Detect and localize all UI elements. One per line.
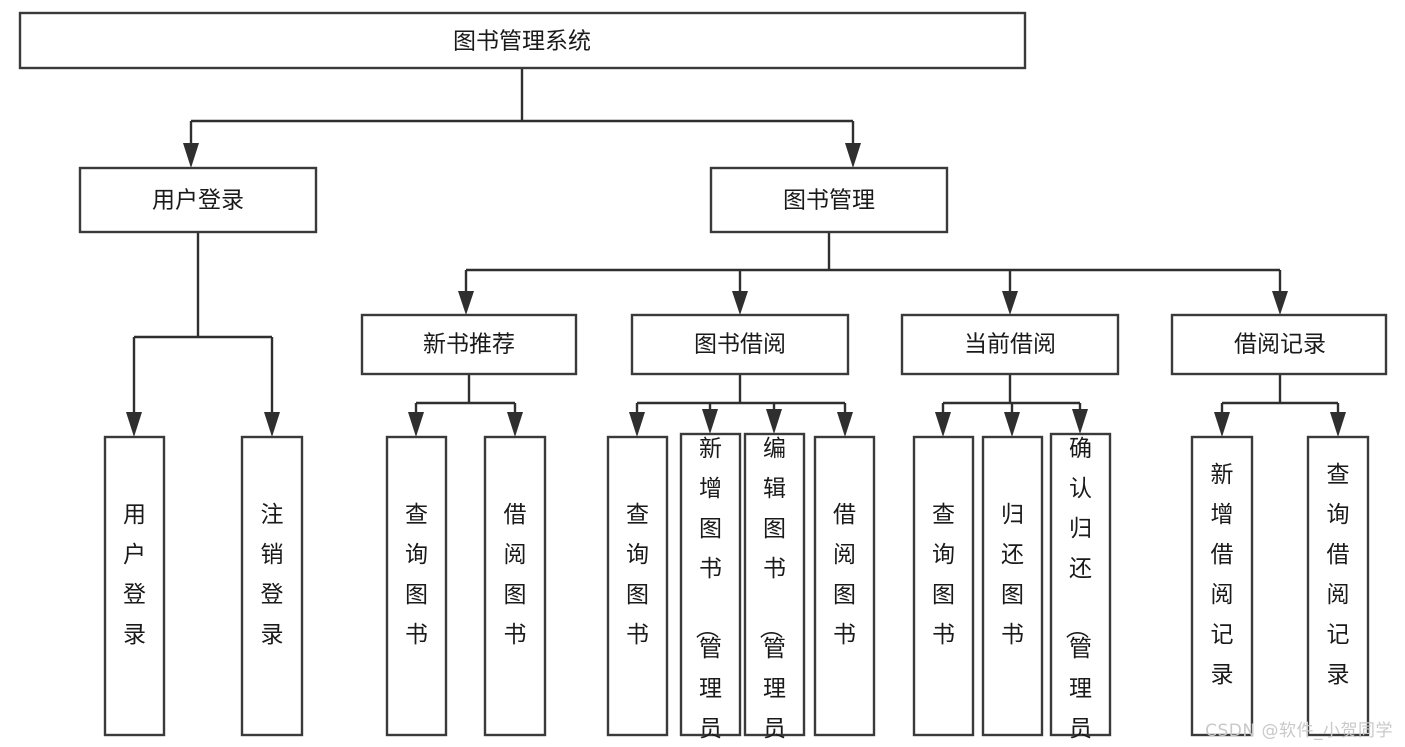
node-root-label: 图书管理系统 [453, 29, 591, 55]
leaf-node-label: 编辑图书（管理员） [757, 436, 786, 747]
node-borrow-records[interactable]: 借阅记录 [1170, 313, 1388, 376]
leaf-node[interactable]: 查询图书 [912, 435, 975, 737]
leaf-node-label: 新增借阅记录 [1211, 462, 1234, 688]
connector-book-mgmt-to-level3 [458, 232, 1288, 315]
leaf-node[interactable]: 查询借阅记录 [1306, 435, 1370, 737]
node-book-borrow-box [630, 313, 850, 376]
connector-borrow-to-leaves [629, 374, 853, 437]
node-root-box [18, 11, 1027, 70]
leaf-node[interactable]: 查询图书 [385, 435, 448, 737]
leaf-node-label: 查询借阅记录 [1327, 462, 1350, 688]
leaf-node-label: 归还图书 [1001, 502, 1024, 648]
leaf-node-box [912, 435, 975, 737]
node-user-login-box [78, 166, 318, 234]
node-user-login[interactable]: 用户登录 [78, 166, 318, 234]
connector-newbook-to-leaves [408, 374, 523, 437]
leaf-node[interactable]: 注销登录 [240, 435, 304, 737]
leaf-node-box [679, 432, 742, 737]
leaf-node[interactable]: 用户登录 [103, 435, 166, 737]
leaf-node-label: 借阅图书 [833, 502, 856, 648]
node-book-management-label: 图书管理 [783, 188, 875, 214]
leaf-node-label: 查询图书 [405, 502, 428, 648]
leaf-node[interactable]: 查询图书 [606, 435, 669, 737]
leaf-node-label: 查询图书 [932, 502, 955, 648]
leaf-node[interactable]: 借阅图书 [483, 435, 547, 737]
node-new-book-recommend-box [360, 313, 578, 376]
node-book-borrow-label: 图书借阅 [694, 332, 786, 358]
node-borrow-records-label: 借阅记录 [1234, 332, 1326, 358]
node-user-login-label: 用户登录 [152, 188, 244, 214]
node-book-management[interactable]: 图书管理 [709, 166, 949, 234]
node-current-borrow-box [900, 313, 1120, 376]
leaf-node[interactable]: 确认归还（管理员） [1049, 432, 1112, 747]
leaf-node-box [240, 435, 304, 737]
leaf-node-box [1306, 435, 1370, 737]
leaf-node-label: 查询图书 [626, 502, 649, 648]
leaf-node-label: 新增图书（管理员） [693, 436, 722, 747]
leaf-node-box [385, 435, 448, 737]
leaf-node-label: 用户登录 [123, 502, 146, 648]
leaf-node-box [606, 435, 669, 737]
leaf-node-box [103, 435, 166, 737]
node-book-management-box [709, 166, 949, 234]
connector-records-to-leaves [1214, 374, 1346, 437]
node-book-borrow[interactable]: 图书借阅 [630, 313, 850, 376]
node-current-borrow[interactable]: 当前借阅 [900, 313, 1120, 376]
leaf-node-label: 确认归还（管理员） [1063, 436, 1092, 747]
leaf-node-layer: 用户登录 注销登录 查询图书 借阅图书 查询图书 新增图书（管理员） 编辑图书（管理员） 借阅… [103, 432, 1370, 747]
leaf-node-label: 借阅图书 [504, 502, 527, 648]
leaf-node[interactable]: 借阅图书 [813, 435, 876, 737]
leaf-node-box [813, 435, 876, 737]
node-new-book-recommend-label: 新书推荐 [423, 332, 515, 358]
leaf-node-box [981, 435, 1044, 737]
node-root[interactable]: 图书管理系统 [18, 11, 1027, 70]
node-new-book-recommend[interactable]: 新书推荐 [360, 313, 578, 376]
leaf-node[interactable]: 新增图书（管理员） [679, 432, 742, 747]
leaf-node-box [743, 432, 806, 737]
leaf-node[interactable]: 编辑图书（管理员） [743, 432, 806, 747]
leaf-node-box [1049, 432, 1112, 737]
leaf-node-label: 注销登录 [261, 502, 284, 648]
connector-current-to-leaves [935, 374, 1088, 437]
node-current-borrow-label: 当前借阅 [964, 332, 1056, 358]
leaf-node-box [483, 435, 547, 737]
node-borrow-records-box [1170, 313, 1388, 376]
connector-root-to-level2 [183, 68, 861, 168]
leaf-node[interactable]: 新增借阅记录 [1190, 435, 1254, 737]
connector-login-to-leaves [126, 232, 280, 437]
leaf-node-box [1190, 435, 1254, 737]
leaf-node[interactable]: 归还图书 [981, 435, 1044, 737]
